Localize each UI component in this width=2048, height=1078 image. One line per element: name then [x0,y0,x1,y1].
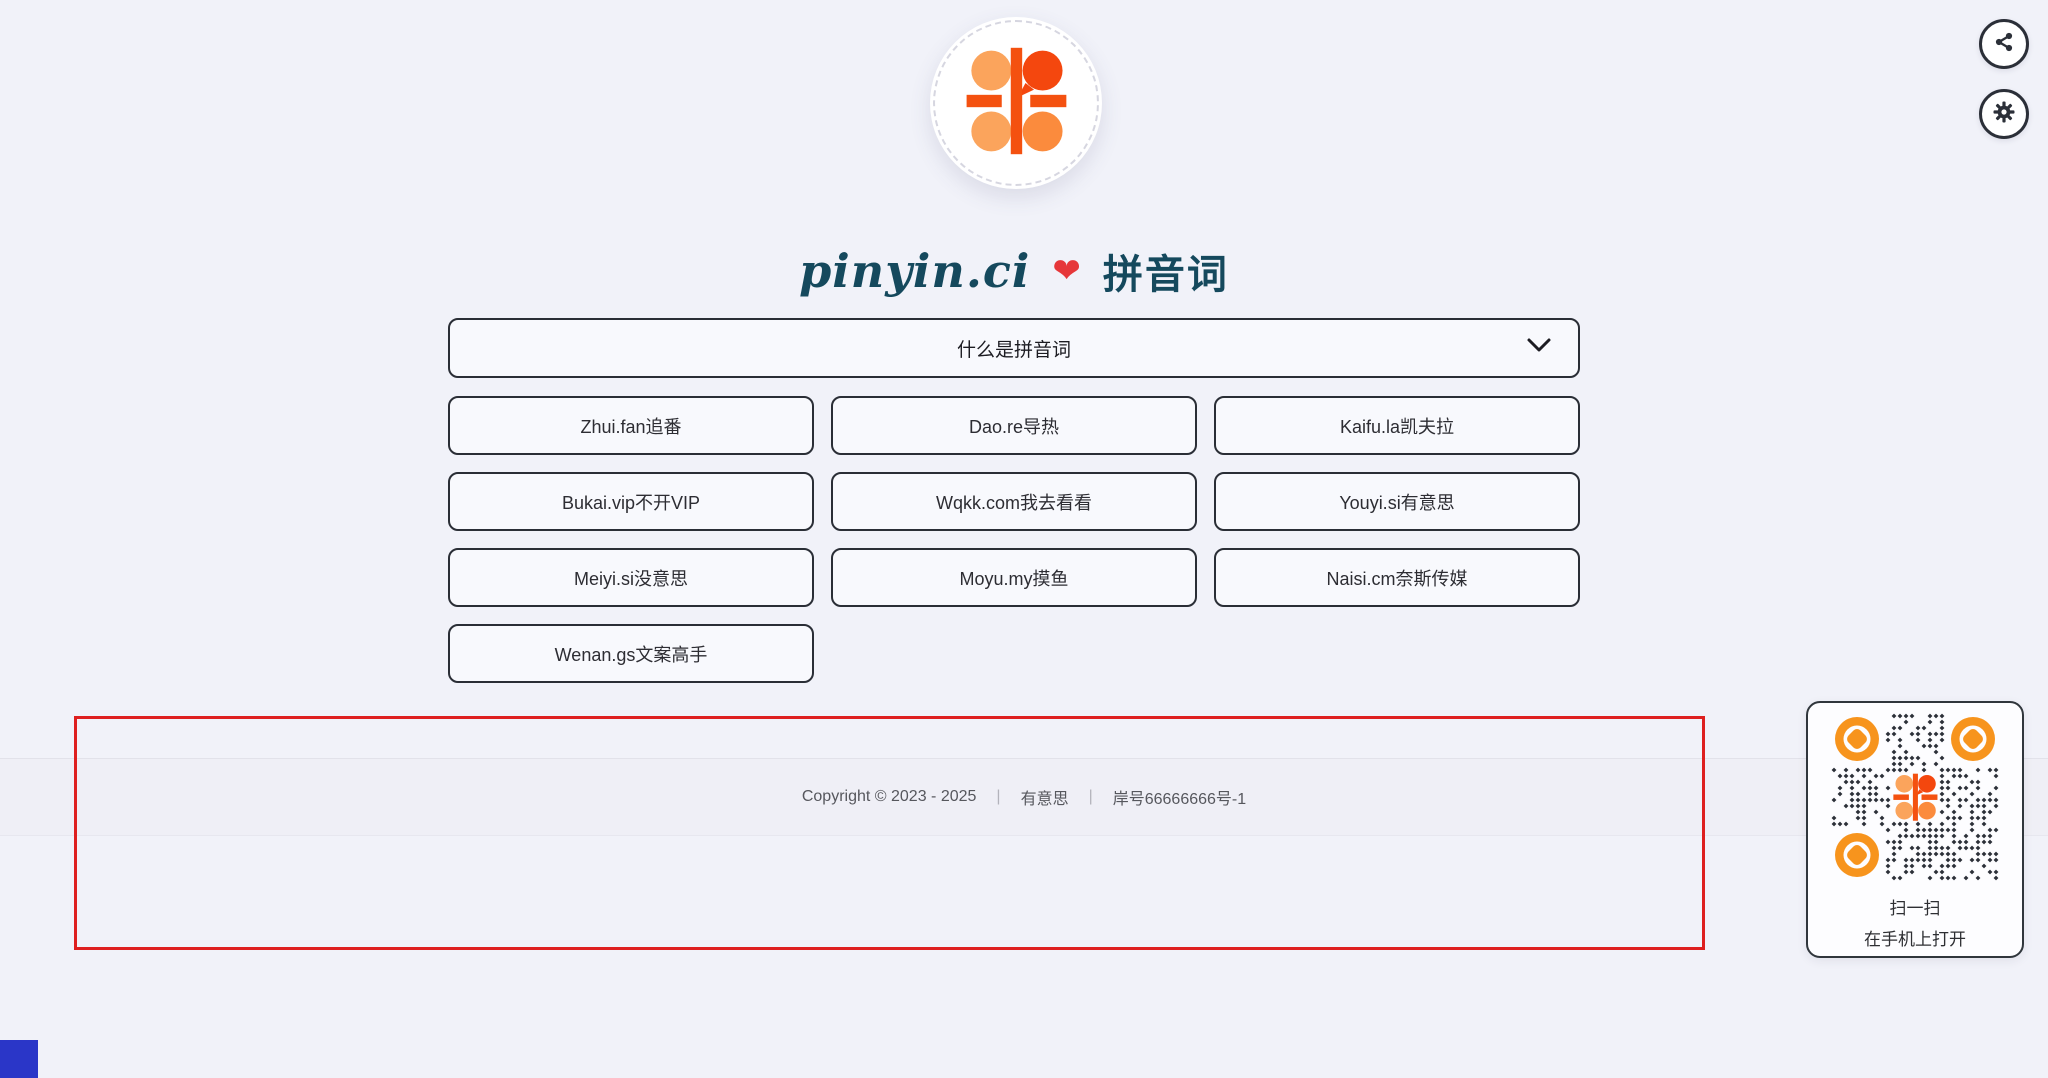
link-label: Dao.re导热 [968,416,1060,437]
corner-marker [0,1040,38,1078]
settings-button[interactable] [1979,89,2029,139]
qr-caption-line2: 在手机上打开 [1864,930,1966,949]
link-meiyi-si[interactable]: Meiyi.si没意思 [448,548,814,607]
footer-link-brand[interactable]: 有意思 [1020,791,1069,808]
share-icon [1992,30,2016,59]
qr-code-icon [1831,713,1999,886]
link-naisi-cm[interactable]: Naisi.cm奈斯传媒 [1214,548,1580,607]
heart-icon: ❤ [1052,252,1081,290]
footer: Copyright © 2023 - 2025 | 有意思 | 岸号666666… [0,758,2048,836]
footer-link-icp[interactable]: 岸号66666666号-1 [1112,791,1247,808]
footer-separator: | [996,788,1001,805]
link-moyu-my[interactable]: Moyu.my摸鱼 [831,548,1197,607]
what-is-pinyinci-accordion[interactable]: 什么是拼音词 [448,318,1580,378]
chevron-down-icon [1526,337,1552,359]
link-wqkk-com[interactable]: Wqkk.com我去看看 [831,472,1197,531]
link-dao-re[interactable]: Dao.re导热 [831,396,1197,455]
pinyin-petal-logo-icon [959,44,1073,163]
link-label: Zhui.fan追番 [580,416,682,437]
site-name-cjk: 拼音词 [1102,253,1229,297]
footer-separator: | [1088,788,1093,805]
link-youyi-si[interactable]: Youyi.si有意思 [1214,472,1580,531]
qr-caption-line1: 扫一扫 [1889,899,1941,918]
link-label: Youyi.si有意思 [1339,492,1455,513]
link-label: Naisi.cm奈斯传媒 [1326,568,1468,589]
link-label: Bukai.vip不开VIP [561,492,701,513]
gear-icon [1991,99,2017,130]
link-label: Kaifu.la凯夫拉 [1339,416,1455,437]
link-label: Wqkk.com我去看看 [935,492,1092,513]
link-label: Wenan.gs文案高手 [554,644,708,665]
link-kaifu-la[interactable]: Kaifu.la凯夫拉 [1214,396,1580,455]
site-name-latin: pinyin.ci [799,244,1031,298]
domain-links-grid: Zhui.fan追番 Dao.re导热 Kaifu.la凯夫拉 Bukai.vi… [448,396,1580,683]
qr-code-card: 扫一扫 在手机上打开 [1806,701,2024,958]
accordion-label: 什么是拼音词 [956,339,1071,361]
link-bukai-vip[interactable]: Bukai.vip不开VIP [448,472,814,531]
link-label: Meiyi.si没意思 [573,568,688,589]
copyright-text: Copyright © 2023 - 2025 [801,788,977,805]
link-zhui-fan[interactable]: Zhui.fan追番 [448,396,814,455]
site-logo [930,17,1102,189]
link-wenan-gs[interactable]: Wenan.gs文案高手 [448,624,814,683]
page-title: pinyin.ci ❤ 拼音词 [448,242,1580,300]
share-button[interactable] [1979,19,2029,69]
link-label: Moyu.my摸鱼 [959,568,1069,589]
